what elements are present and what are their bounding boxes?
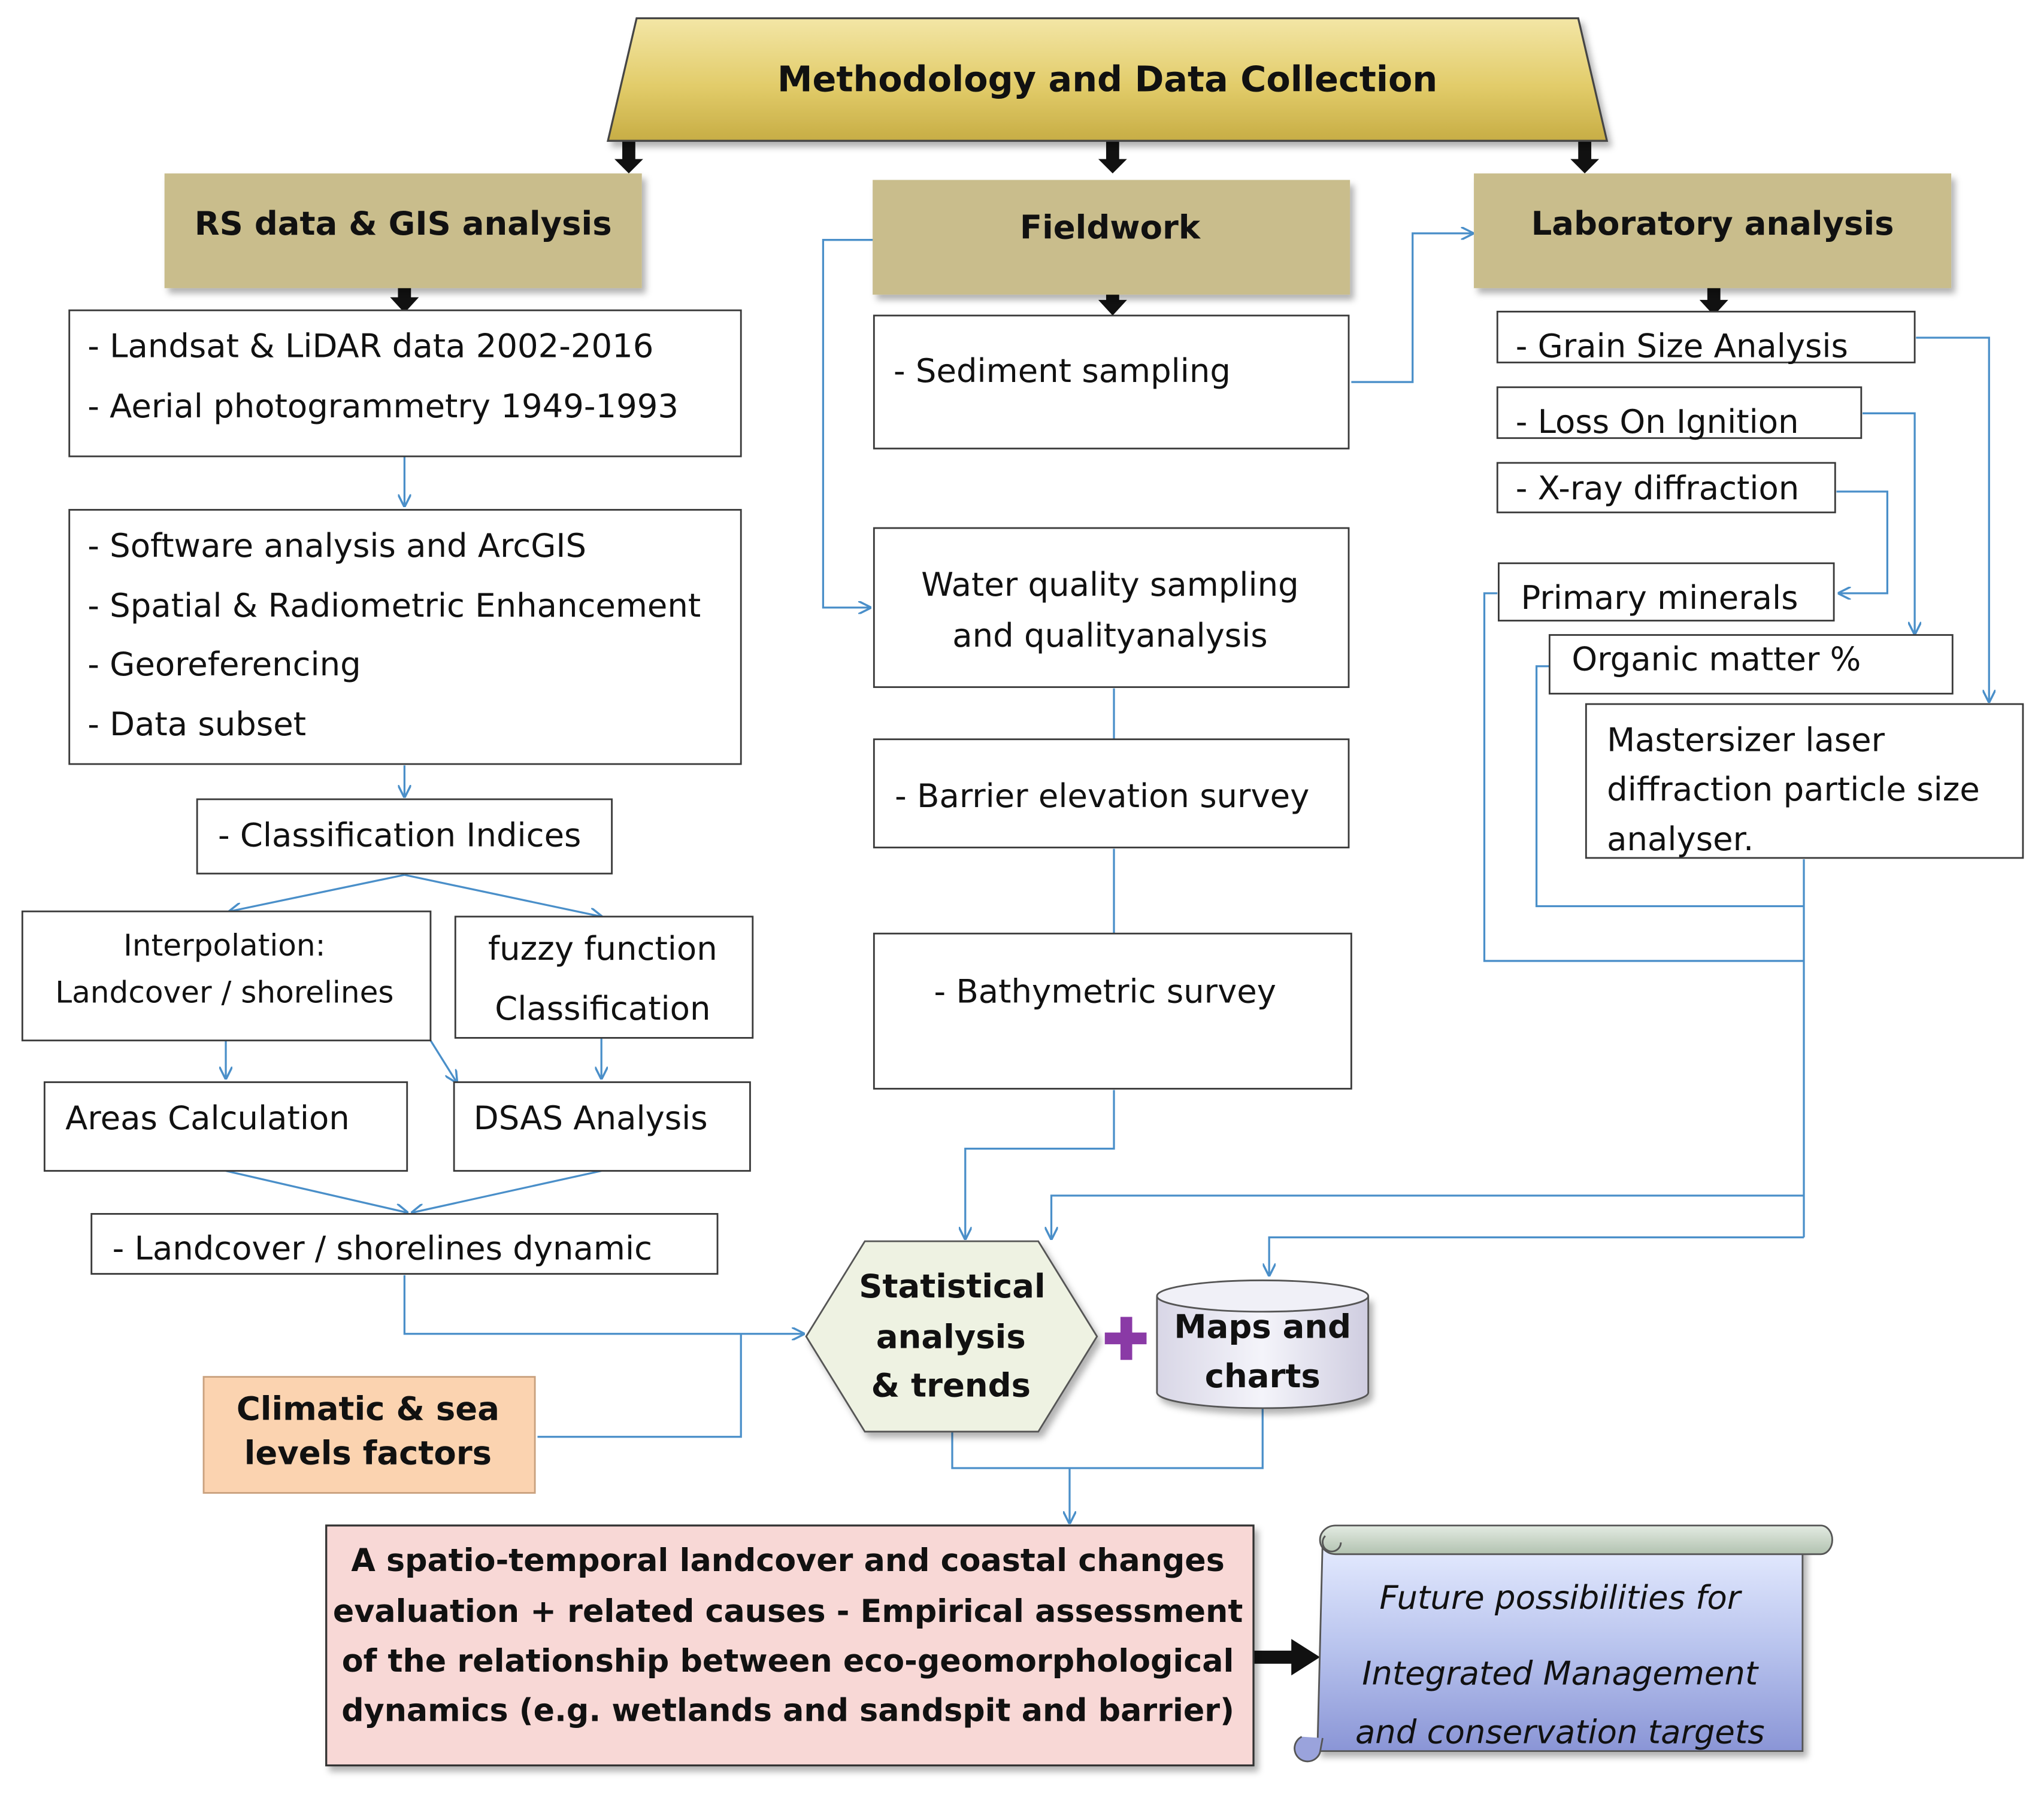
result-line: evaluation + related causes - Empirical … [333, 1593, 1243, 1630]
statistical-hexagon: Statistical analysis & trends [805, 1240, 1098, 1433]
minerals-label: Primary minerals [1521, 578, 1798, 617]
maps-line: charts [1205, 1357, 1321, 1395]
maps-line: Maps and [1174, 1307, 1351, 1345]
dsas-box: DSAS Analysis [453, 1081, 751, 1172]
dynamic-box: - Landcover / shorelines dynamic [90, 1212, 719, 1275]
down-arrow-icon [614, 141, 643, 174]
organic-box: Organic matter % [1548, 634, 1954, 695]
statistical-line: Statistical [859, 1267, 1045, 1305]
future-line: and conservation targets [1355, 1713, 1765, 1751]
down-arrow-icon [1098, 277, 1127, 316]
fuzzy-line: Classification [495, 989, 710, 1027]
water-line: and qualityanalysis [952, 616, 1267, 654]
right-arrow-icon [1244, 1639, 1321, 1676]
fuzzy-box: fuzzy function Classification [454, 915, 754, 1039]
future-scroll: Future possibilities for Integrated Mana… [1294, 1524, 1833, 1763]
classification-label: - Classification Indices [218, 815, 581, 854]
down-arrow-icon [1699, 277, 1728, 316]
rs-software-line: - Data subset [87, 705, 306, 743]
bathy-box: - Bathymetric survey [873, 932, 1352, 1090]
header-fieldwork: Fieldwork [873, 180, 1350, 295]
down-arrow-icon [390, 275, 419, 313]
statistical-line: analysis [876, 1318, 1026, 1356]
plus-icon [1104, 1317, 1147, 1360]
climatic-line: Climatic & sea [237, 1389, 499, 1427]
header-rs: RS data & GIS analysis [164, 173, 642, 289]
interpolation-box: Interpolation: Landcover / shorelines [21, 910, 432, 1042]
mastersizer-line: Mastersizer laser [1607, 720, 1885, 759]
bathy-label: - Bathymetric survey [934, 972, 1277, 1011]
loi-label: - Loss On Ignition [1516, 402, 1799, 441]
climatic-box: Climatic & sea levels factors [202, 1376, 536, 1494]
grain-label: - Grain Size Analysis [1516, 327, 1848, 365]
connectors [226, 234, 1989, 1523]
header-lab-label: Laboratory analysis [1531, 204, 1894, 242]
mastersizer-box: Mastersizer laser diffraction particle s… [1585, 703, 2024, 859]
diagram-title: Methodology and Data Collection [777, 58, 1437, 99]
title-banner: Methodology and Data Collection [607, 17, 1609, 142]
header-rs-label: RS data & GIS analysis [195, 204, 612, 242]
loi-box: - Loss On Ignition [1496, 386, 1863, 441]
interpolation-line: Interpolation: [123, 928, 325, 963]
xray-label: - X-ray diffraction [1516, 469, 1800, 507]
rs-data-box: - Landsat & LiDAR data 2002-2016 - Aeria… [68, 309, 742, 457]
climatic-line: levels factors [244, 1434, 492, 1472]
rs-software-box: - Software analysis and ArcGIS - Spatial… [68, 509, 742, 765]
areas-label: Areas Calculation [65, 1099, 350, 1137]
minerals-box: Primary minerals [1498, 562, 1835, 621]
result-box: A spatio-temporal landcover and coastal … [325, 1524, 1255, 1767]
fuzzy-line: fuzzy function [488, 929, 717, 968]
result-line: A spatio-temporal landcover and coastal … [351, 1542, 1224, 1579]
header-lab: Laboratory analysis [1474, 173, 1952, 289]
barrier-box: - Barrier elevation survey [873, 738, 1350, 848]
future-line: Future possibilities for [1379, 1578, 1742, 1617]
mastersizer-line: analyser. [1607, 820, 1754, 858]
result-line: of the relationship between eco-geomorph… [342, 1643, 1234, 1679]
areas-box: Areas Calculation [43, 1081, 408, 1172]
rs-software-line: - Georeferencing [87, 645, 361, 683]
mastersizer-line: diffraction particle size [1607, 770, 1980, 808]
header-fieldwork-label: Fieldwork [1020, 208, 1201, 247]
statistical-line: & trends [871, 1366, 1031, 1404]
sediment-label: - Sediment sampling [894, 351, 1231, 390]
rs-data-line: - Landsat & LiDAR data 2002-2016 [87, 327, 653, 365]
barrier-label: - Barrier elevation survey [895, 777, 1309, 815]
sediment-box: - Sediment sampling [873, 314, 1350, 450]
water-line: Water quality sampling [921, 565, 1298, 604]
down-arrow-icon [1570, 141, 1600, 174]
xray-box: - X-ray diffraction [1496, 462, 1836, 514]
maps-cylinder: Maps and charts [1156, 1279, 1370, 1409]
organic-label: Organic matter % [1571, 639, 1861, 678]
future-line: Integrated Management [1362, 1654, 1760, 1693]
rs-data-line: - Aerial photogrammetry 1949-1993 [87, 387, 679, 425]
grain-box: - Grain Size Analysis [1496, 311, 1916, 365]
dsas-label: DSAS Analysis [474, 1099, 708, 1137]
classification-box: - Classification Indices [196, 798, 613, 875]
water-box: Water quality sampling and qualityanalys… [873, 527, 1350, 689]
dynamic-label: - Landcover / shorelines dynamic [113, 1229, 652, 1268]
result-line: dynamics (e.g. wetlands and sandspit and… [341, 1693, 1234, 1729]
black-arrows [390, 141, 1728, 1676]
interpolation-line: Landcover / shorelines [55, 975, 393, 1010]
rs-software-line: - Software analysis and ArcGIS [87, 526, 586, 565]
down-arrow-icon [1098, 141, 1127, 174]
rs-software-line: - Spatial & Radiometric Enhancement [87, 586, 701, 624]
